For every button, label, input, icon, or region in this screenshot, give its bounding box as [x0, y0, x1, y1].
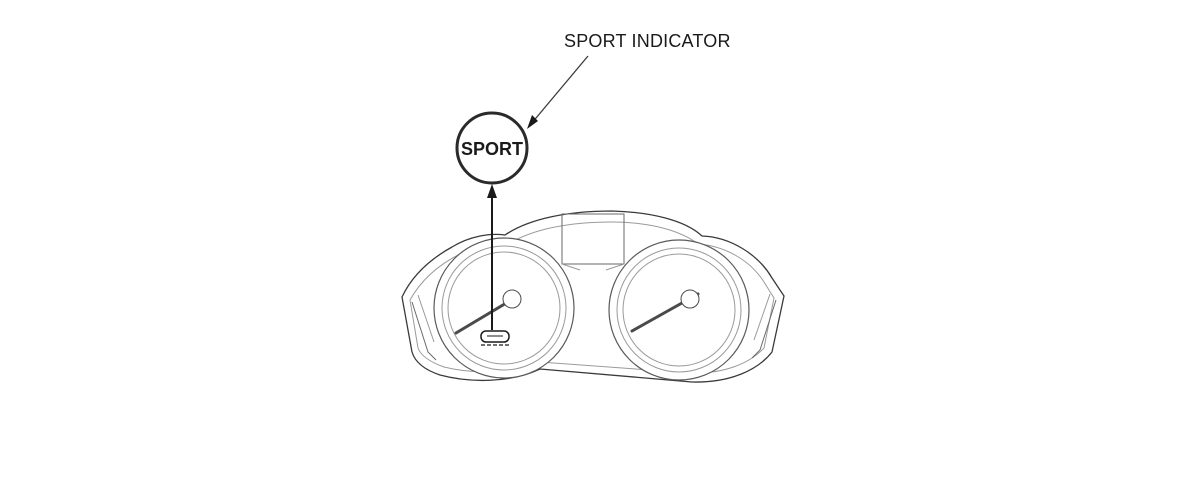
- right-gauge: [608, 239, 750, 381]
- sport-indicator-text: SPORT: [461, 139, 523, 159]
- pointer-arrowhead: [487, 184, 497, 198]
- sport-indicator-icon: SPORT: [455, 111, 529, 185]
- leader-arrowhead: [527, 115, 538, 129]
- instrument-cluster-icon: [401, 210, 785, 383]
- leader-line: [530, 55, 589, 125]
- left-gauge: [433, 237, 575, 379]
- callout-label-sport-indicator: SPORT INDICATOR: [564, 31, 731, 51]
